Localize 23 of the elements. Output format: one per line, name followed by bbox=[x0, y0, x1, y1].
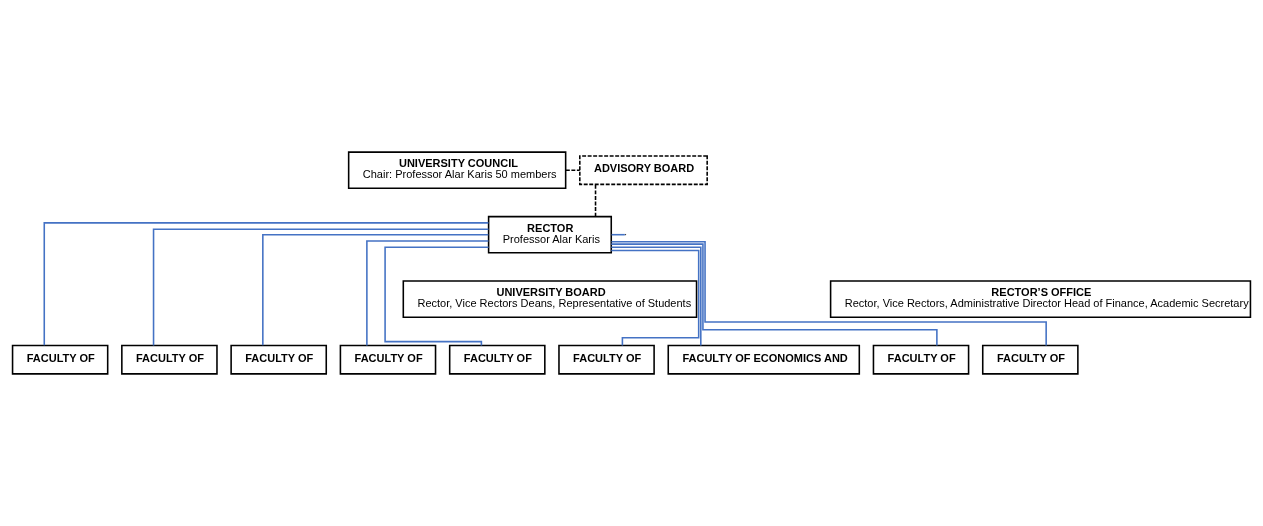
node-box: FACULTY OF bbox=[121, 344, 218, 375]
connector bbox=[610, 243, 938, 347]
connector bbox=[43, 222, 490, 347]
node-box: UNIVERSITY COUNCIL Chair: Professor Alar Karis 50 members bbox=[347, 151, 567, 190]
node-box: FACULTY OF bbox=[448, 344, 546, 375]
node-box: UNIVERSITY BOARD Rector, Vice Rectors Deans, Representative of Students bbox=[402, 280, 698, 319]
node-box: FACULTY OF bbox=[11, 344, 109, 375]
node-box: ADVISORY BOARD bbox=[579, 155, 708, 186]
connector bbox=[262, 233, 490, 347]
node-box: FACULTY OF bbox=[558, 344, 655, 375]
connector bbox=[610, 241, 1047, 347]
node-box: FACULTY OF bbox=[872, 344, 970, 375]
node-box: RECTOR Professor Alar Karis bbox=[487, 215, 613, 254]
node-box: FACULTY OF bbox=[230, 344, 328, 375]
node-box: RECTOR’S OFFICE Rector, Vice Rectors, Administrative Director Head of Finance, Academic Secretary bbox=[829, 280, 1252, 319]
connector bbox=[565, 169, 581, 171]
node-box: FACULTY OF bbox=[339, 344, 437, 375]
connector bbox=[152, 228, 490, 347]
connector bbox=[366, 240, 490, 347]
connector bbox=[384, 246, 490, 347]
node-box: FACULTY OF bbox=[981, 344, 1079, 375]
connector bbox=[594, 183, 597, 218]
node-box: FACULTY OF ECONOMICS AND bbox=[667, 344, 861, 375]
